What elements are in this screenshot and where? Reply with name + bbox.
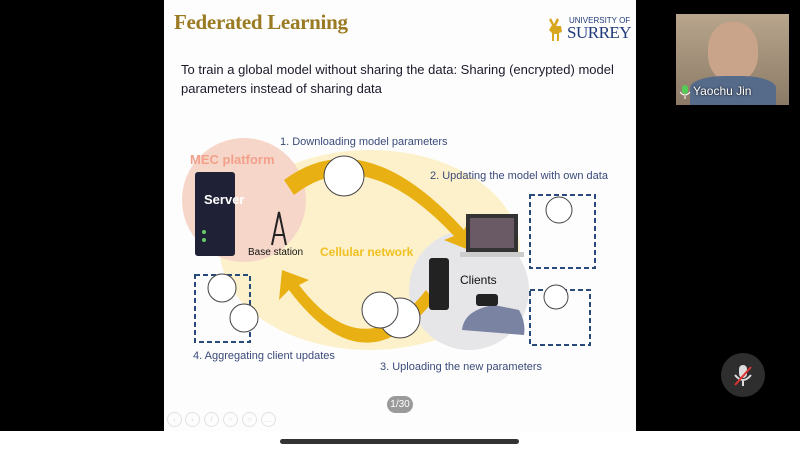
server-label: Server: [204, 192, 245, 207]
more-icon[interactable]: …: [261, 412, 276, 427]
slide-title: Federated Learning: [174, 10, 348, 34]
logo-line2: SURREY: [567, 23, 632, 42]
participant-face: [708, 22, 758, 82]
phone-icon: [429, 258, 449, 310]
participant-shirt: [690, 76, 776, 105]
shared-slide: Federated Learning UNIVERSITY OF SURREY …: [164, 0, 636, 431]
participant-name: Yaochu Jin: [693, 84, 752, 98]
university-logo: UNIVERSITY OF SURREY: [547, 14, 632, 44]
step1-label: 1. Downloading model parameters: [280, 136, 448, 148]
next-icon[interactable]: ›: [185, 412, 200, 427]
model-bubble-icon: [323, 155, 365, 197]
server-icon: [195, 172, 235, 256]
base-station-label: Base station: [248, 247, 304, 258]
step4-label: 4. Aggregating client updates: [193, 350, 335, 362]
base-station-icon: [271, 211, 287, 246]
cellular-network-label: Cellular network: [320, 245, 414, 259]
federated-learning-diagram: [182, 138, 596, 350]
participant-video[interactable]: Yaochu Jin: [676, 14, 789, 105]
car-icon: [462, 305, 525, 335]
page-indicator: 1/30: [387, 396, 413, 413]
mec-platform-label: MEC platform: [190, 152, 275, 167]
slide-body-text: To train a global model without sharing …: [181, 62, 614, 96]
previous-icon[interactable]: ‹: [167, 412, 182, 427]
step2-label: 2. Updating the model with own data: [430, 170, 608, 182]
home-indicator[interactable]: [280, 439, 519, 444]
pen-icon[interactable]: /: [204, 412, 219, 427]
stag-icon: [549, 18, 562, 41]
client-update-box: [529, 194, 596, 269]
download-arrow: [284, 158, 469, 250]
mic-on-icon: [679, 85, 691, 99]
clients-label: Clients: [460, 273, 497, 287]
zoom-icon[interactable]: ○: [242, 412, 257, 427]
left-black-margin: [0, 0, 164, 431]
copy-icon[interactable]: ▫: [223, 412, 238, 427]
mic-muted-icon: [734, 365, 752, 386]
step3-label: 3. Uploading the new parameters: [380, 361, 543, 373]
mute-button[interactable]: [721, 353, 765, 397]
logo-line1: UNIVERSITY OF: [569, 16, 631, 25]
